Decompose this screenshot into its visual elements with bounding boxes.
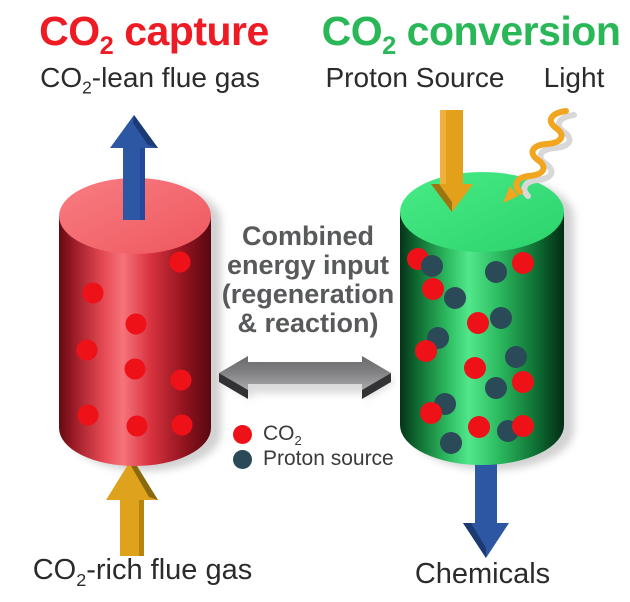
- co2-particle: [464, 357, 486, 379]
- lean-gas-out-up-arrow-icon: [110, 115, 158, 220]
- conversion-particles: [407, 248, 534, 454]
- co2-particle: [125, 313, 147, 335]
- label-proton-source: Proton Source: [325, 62, 505, 93]
- conversion-title: CO2 conversion: [312, 8, 630, 59]
- legend-proton-label: Proton source: [263, 447, 394, 470]
- conversion-title-sub: 2: [382, 32, 396, 61]
- proton-source-particle: [485, 377, 507, 399]
- flue-gas-in-up-arrow-icon: [106, 458, 158, 556]
- conversion-title-co: CO: [321, 8, 383, 54]
- co2-particle: [171, 414, 193, 436]
- co2-particle: [422, 278, 444, 300]
- proton-source-particle: [505, 346, 527, 368]
- label-rich-flue-gas: CO2-rich flue gas: [32, 554, 253, 590]
- proton-source-down-arrow-icon: [431, 110, 473, 212]
- light-wave-arrow-icon: [503, 108, 577, 203]
- proton-source-particle: [485, 261, 507, 283]
- chemicals-out-down-arrow-icon: [463, 455, 509, 558]
- co2-particle: [467, 312, 489, 334]
- capture-title: CO2 capture: [0, 8, 308, 59]
- co2-particle: [415, 340, 437, 362]
- co2-dot-icon: [233, 424, 252, 444]
- proton-source-particle: [421, 255, 443, 277]
- proton-source-dot-icon: [233, 449, 252, 469]
- proton-source-particle: [444, 287, 466, 309]
- proton-source-particle: [490, 307, 512, 329]
- co2-particle: [76, 339, 98, 361]
- co2-particle: [170, 369, 192, 391]
- legend-co2-label: CO2: [263, 422, 302, 449]
- combined-energy-double-arrow-icon: [219, 356, 391, 399]
- co2-particle: [468, 416, 490, 438]
- combined-energy-line4: & reaction): [237, 308, 379, 338]
- label-lean-flue-gas: CO2-lean flue gas: [40, 62, 260, 98]
- capture-title-rest: capture: [113, 8, 269, 54]
- label-light: Light: [543, 62, 605, 93]
- combined-energy-line1: Combined: [242, 221, 374, 251]
- co2-particle: [512, 371, 534, 393]
- combined-energy-line2: energy input: [226, 250, 389, 280]
- label-chemicals: Chemicals: [414, 558, 551, 590]
- co2-particle: [420, 402, 442, 424]
- co2-particle: [124, 358, 146, 380]
- co2-particle: [77, 404, 99, 426]
- combined-energy-text: Combined energy input (regeneration & re…: [212, 222, 404, 338]
- combined-energy-line3: (regeneration: [221, 279, 395, 309]
- co2-particle: [126, 415, 148, 437]
- capture-title-sub: 2: [99, 32, 114, 61]
- legend-item-proton-source: Proton source: [233, 447, 394, 470]
- legend-item-co2: CO2: [233, 422, 302, 449]
- co2-particle: [169, 251, 191, 273]
- conversion-title-rest: conversion: [395, 8, 621, 54]
- proton-source-particle: [440, 432, 462, 454]
- capture-title-co: CO: [39, 8, 100, 54]
- co2-particle: [512, 415, 534, 437]
- capture-particles: [76, 251, 193, 437]
- co2-particle: [82, 282, 104, 304]
- co2-particle: [512, 252, 534, 274]
